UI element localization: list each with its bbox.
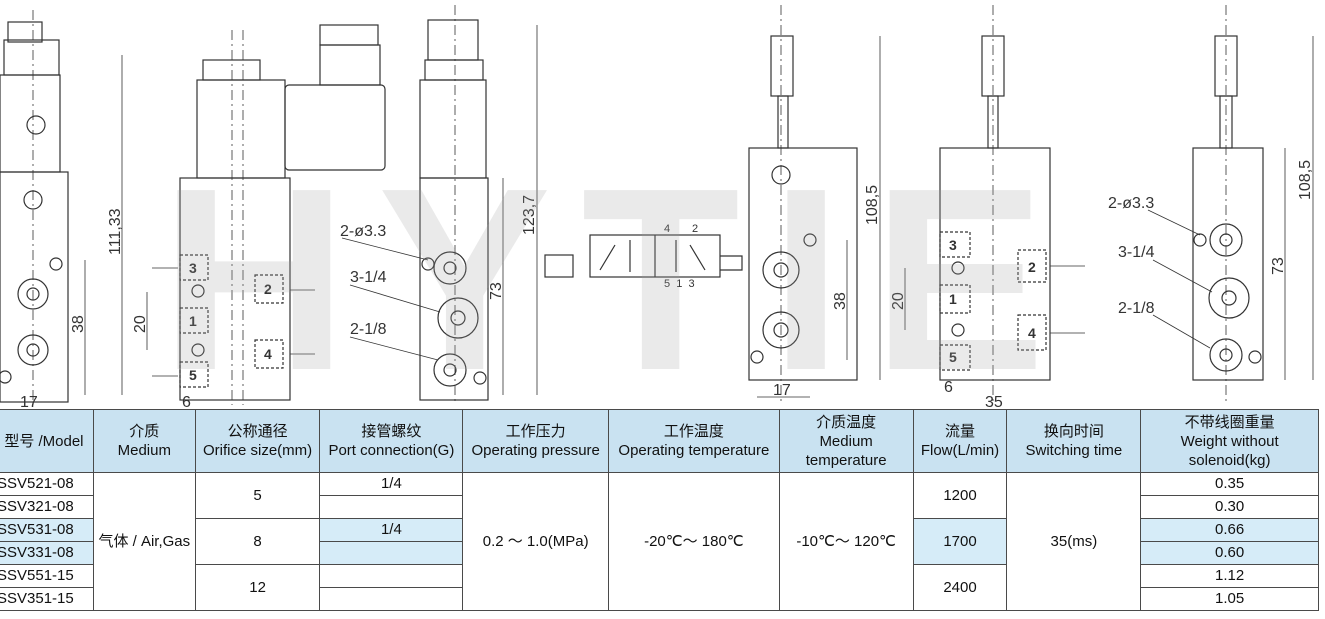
callout-port-b: 2-1/8 — [350, 321, 387, 338]
weight-cell: 0.66 — [1140, 518, 1319, 542]
port-label-3b: 3 — [949, 237, 957, 253]
dim-20-a: 20 — [132, 315, 149, 333]
table-row: SSV331-08 0.60 — [0, 541, 1319, 565]
valve-view-5 — [904, 5, 1085, 405]
port-cell — [319, 564, 464, 588]
weight-cell: 0.30 — [1140, 495, 1319, 519]
medium-temp-cell: -10℃～ 120℃ — [778, 472, 914, 611]
dim-17-b: 17 — [773, 382, 791, 399]
table-row: SSV351-15 1.05 — [0, 587, 1319, 611]
medium-cell: 气体 / Air,Gas — [92, 472, 196, 611]
flow-cell: 1700 — [912, 518, 1008, 565]
port-label-3: 3 — [189, 260, 197, 276]
orifice-cell: 8 — [194, 518, 321, 565]
callout-hole-a: 2-ø3.3 — [340, 223, 386, 240]
port-cell — [319, 495, 464, 519]
symbol-label-2: 2 — [692, 223, 698, 235]
model-cell: SSV331-08 — [0, 541, 94, 565]
model-cell: SSV521-08 — [0, 472, 94, 496]
callout-port-a: 3-1/4 — [350, 269, 387, 286]
flow-cell: 2400 — [912, 564, 1008, 611]
table-row: SSV521-08 气体 / Air,Gas 5 1/4 0.2 ～ 1.0(M… — [0, 472, 1319, 611]
model-cell: SSV351-15 — [0, 587, 94, 611]
pressure-cell: 0.2 ～ 1.0(MPa) — [462, 472, 610, 611]
symbol-label-513: 5 1 3 — [664, 278, 695, 290]
switching-cell: 35(ms) — [1006, 472, 1142, 611]
port-label-4: 4 — [264, 346, 272, 362]
flow-cell: 1200 — [912, 472, 1008, 519]
orifice-cell: 5 — [194, 472, 321, 519]
dim-111-33: 111,33 — [107, 208, 124, 255]
table-row: SSV321-08 0.30 — [0, 495, 1319, 519]
valve-view-1 — [0, 10, 69, 405]
weight-cell: 0.35 — [1140, 472, 1319, 496]
model-cell: SSV321-08 — [0, 495, 94, 519]
header-model: 型号 /Model — [0, 409, 94, 473]
dim-108-5-a: 108,5 — [864, 185, 881, 225]
dim-20-b: 20 — [890, 292, 907, 310]
dim-38-b: 38 — [832, 292, 849, 310]
dim-6-b: 6 — [944, 379, 953, 396]
op-temp-cell: -20℃～ 180℃ — [608, 472, 780, 611]
model-cell: SSV551-15 — [0, 564, 94, 588]
pneumatic-symbol — [544, 234, 743, 278]
dim-73-a: 73 — [488, 282, 505, 300]
dim-123-7: 123,7 — [521, 195, 538, 235]
port-label-2b: 2 — [1028, 259, 1036, 275]
port-cell: 1/4 — [319, 472, 464, 496]
port-cell — [319, 541, 464, 565]
weight-cell: 0.60 — [1140, 541, 1319, 565]
weight-cell: 1.12 — [1140, 564, 1319, 588]
symbol-label-4: 4 — [664, 223, 670, 235]
valve-view-2 — [84, 24, 386, 405]
model-cell: SSV531-08 — [0, 518, 94, 542]
dim-73-b: 73 — [1270, 257, 1287, 275]
port-label-1b: 1 — [949, 291, 957, 307]
valve-view-4 — [748, 5, 881, 405]
table-row: SSV531-08 8 1/4 1700 0.66 — [0, 518, 1319, 565]
weight-cell: 1.05 — [1140, 587, 1319, 611]
port-label-2: 2 — [264, 281, 272, 297]
orifice-cell: 12 — [194, 564, 321, 611]
port-label-4b: 4 — [1028, 325, 1036, 341]
port-label-5: 5 — [189, 367, 197, 383]
dim-17-a: 17 — [20, 394, 38, 408]
dim-38-a: 38 — [70, 315, 87, 333]
dim-6-a: 6 — [182, 394, 191, 408]
port-label-5b: 5 — [949, 349, 957, 365]
port-label-1: 1 — [189, 313, 197, 329]
port-cell — [319, 587, 464, 611]
technical-drawing: 111,33 123,7 38 20 17 6 73 38 17 108,5 2… — [0, 5, 1314, 408]
port-cell: 1/4 — [319, 518, 464, 542]
callout-hole-b: 2-ø3.3 — [1108, 195, 1154, 212]
dim-108-5-b: 108,5 — [1297, 160, 1314, 200]
dim-35: 35 — [985, 394, 1003, 408]
callout-port-c: 3-1/4 — [1118, 244, 1155, 261]
valve-view-6 — [1147, 5, 1314, 405]
valve-view-3 — [341, 5, 538, 405]
callout-port-d: 2-1/8 — [1118, 300, 1155, 317]
